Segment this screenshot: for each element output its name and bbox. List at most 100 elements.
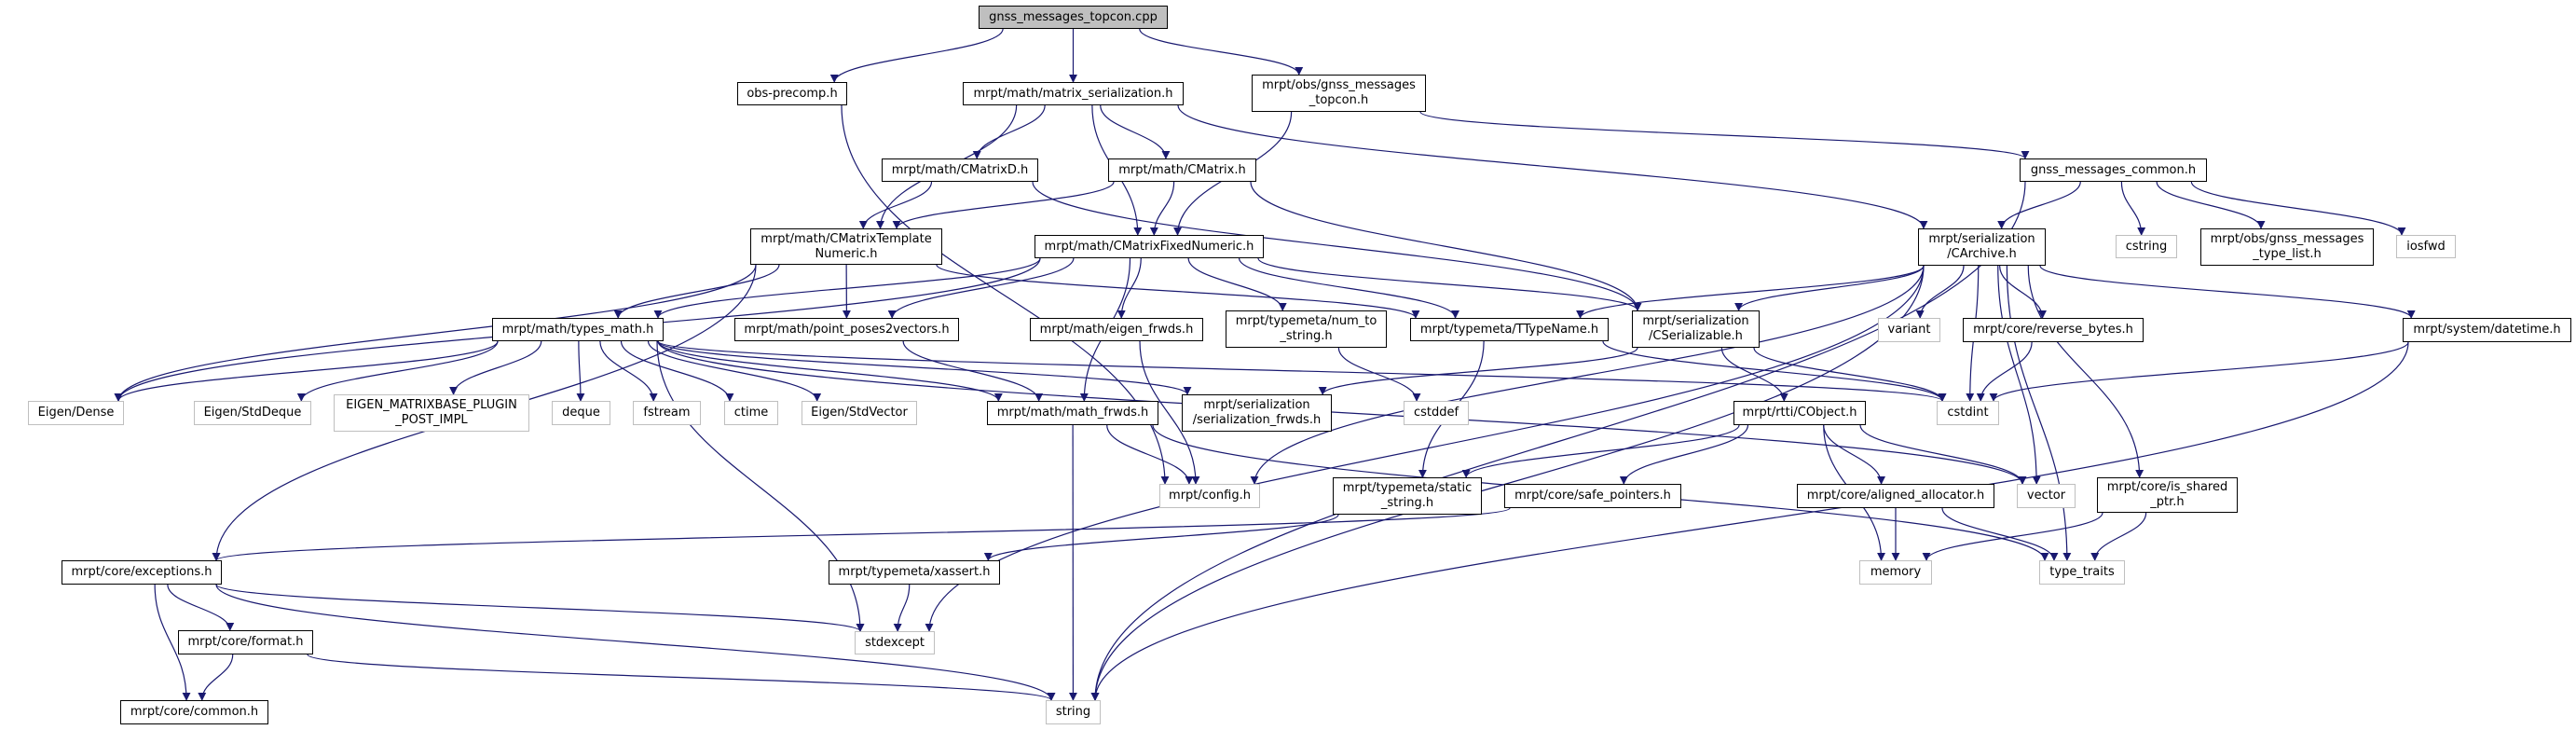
node-eigen-stddeque: Eigen/StdDeque	[194, 401, 311, 425]
node-gnss-common[interactable]: gnss_messages_common.h	[2020, 158, 2207, 182]
edge-cserializable-to-cobject	[1720, 347, 1788, 402]
edge-safe-pointers-to-exceptions	[212, 507, 1511, 561]
edge-cmatrix-fixed-to-ttypename	[1239, 257, 1459, 319]
edge-eigen-frwds-to-config	[1139, 340, 1200, 485]
node-serialization-frwds[interactable]: mrpt/serialization /serialization_frwds.…	[1182, 394, 1332, 432]
edge-carchive-to-variant	[1915, 265, 1965, 319]
node-cobject[interactable]: mrpt/rtti/CObject.h	[1733, 401, 1866, 425]
edge-point-poses-to-math-frwds	[902, 340, 1044, 402]
node-eigen-stdvector: Eigen/StdVector	[802, 401, 917, 425]
node-root: gnss_messages_topcon.cpp	[979, 6, 1168, 29]
edge-types-math-to-vector	[657, 340, 2027, 485]
edge-gnss-common-to-cstring	[2120, 181, 2146, 236]
edge-format-to-string	[307, 654, 1056, 701]
edge-types-math-to-ctime	[620, 340, 734, 402]
edge-carchive-to-reverse-bytes	[1999, 265, 2048, 319]
node-math-frwds[interactable]: mrpt/math/math_frwds.h	[987, 401, 1158, 425]
edge-types-math-to-eigen-plugin	[449, 340, 542, 395]
node-types-math[interactable]: mrpt/math/types_math.h	[492, 318, 664, 341]
edge-gnss-common-to-type-list	[2156, 181, 2266, 229]
node-exceptions[interactable]: mrpt/core/exceptions.h	[62, 560, 222, 585]
edge-carchive-to-is-shared-ptr	[2027, 265, 2144, 478]
node-cmatrix[interactable]: mrpt/math/CMatrix.h	[1108, 158, 1256, 182]
edge-types-math-to-eigen-dense	[114, 340, 499, 402]
edge-cobject-to-safe-pointers	[1619, 424, 1749, 485]
node-eigen-dense: Eigen/Dense	[28, 401, 124, 425]
edge-static-string-to-xassert	[983, 514, 1339, 561]
node-cmatrix-fixed[interactable]: mrpt/math/CMatrixFixedNumeric.h	[1035, 235, 1264, 258]
node-safe-pointers[interactable]: mrpt/core/safe_pointers.h	[1504, 484, 1681, 508]
node-datetime[interactable]: mrpt/system/datetime.h	[2403, 318, 2571, 342]
node-format[interactable]: mrpt/core/format.h	[178, 630, 313, 654]
node-type-list[interactable]: mrpt/obs/gnss_messages _type_list.h	[2200, 228, 2374, 266]
node-cmatrixd[interactable]: mrpt/math/CMatrixD.h	[882, 158, 1038, 182]
edge-format-to-common	[198, 654, 234, 701]
edge-cmatrix-to-cserializable	[1250, 181, 1642, 311]
edge-types-math-to-eigen-stdvector	[647, 340, 822, 402]
node-matrix-serialization[interactable]: mrpt/math/matrix_serialization.h	[963, 82, 1184, 105]
edge-types-math-to-fstream	[599, 340, 658, 402]
edge-cmatrix-fixed-to-types-math	[653, 257, 1041, 319]
edge-is-shared-ptr-to-memory	[1922, 512, 2103, 561]
edge-gnss-common-to-carchive	[1997, 181, 2081, 229]
edge-carchive-to-ttypename	[1576, 265, 1925, 319]
node-common[interactable]: mrpt/core/common.h	[120, 700, 268, 724]
node-cmatrix-template[interactable]: mrpt/math/CMatrixTemplate Numeric.h	[750, 228, 942, 265]
node-reverse-bytes[interactable]: mrpt/core/reverse_bytes.h	[1963, 318, 2144, 342]
node-variant: variant	[1878, 318, 1940, 342]
node-cserializable[interactable]: mrpt/serialization /CSerializable.h	[1632, 310, 1760, 348]
node-gnss-topcon-h[interactable]: mrpt/obs/gnss_messages _topcon.h	[1252, 75, 1426, 112]
edge-cobject-to-static-string	[1461, 424, 1740, 478]
edge-types-math-to-math-frwds	[657, 340, 1003, 402]
edge-exceptions-to-stdexcept	[215, 584, 865, 632]
edge-cmatrix-fixed-to-point-poses	[887, 257, 1075, 319]
node-is-shared-ptr[interactable]: mrpt/core/is_shared _ptr.h	[2097, 477, 2238, 513]
edge-types-math-to-cstdint	[657, 340, 1947, 402]
edge-carchive-to-type-traits	[2006, 265, 2072, 561]
edge-is-shared-ptr-to-type-traits	[2090, 512, 2147, 561]
edge-reverse-bytes-to-cstdint	[1976, 341, 2033, 402]
edge-cmatrix-fixed-to-cserializable	[1257, 257, 1642, 311]
node-eigen-plugin: EIGEN_MATRIXBASE_PLUGIN _POST_IMPL	[334, 394, 529, 432]
edge-cmatrix-template-to-ttypename	[936, 264, 1420, 319]
edge-cmatrix-fixed-to-num-to-string	[1187, 257, 1287, 311]
edge-cserializable-to-cstdint	[1753, 347, 1947, 402]
edge-types-math-to-deque	[576, 340, 585, 402]
node-point-poses[interactable]: mrpt/math/point_poses2vectors.h	[734, 318, 959, 341]
edge-carchive-to-cserializable	[1734, 265, 1925, 311]
edge-exceptions-to-string	[215, 584, 1056, 701]
edge-cmatrixd-to-cserializable	[1032, 181, 1642, 311]
node-eigen-frwds[interactable]: mrpt/math/eigen_frwds.h	[1030, 318, 1203, 341]
edge-matrix-serialization-to-cmatrixd	[972, 104, 1046, 159]
node-xassert[interactable]: mrpt/typemeta/xassert.h	[829, 560, 1000, 585]
edge-cmatrix-to-cmatrix-template	[892, 181, 1115, 229]
node-static-string[interactable]: mrpt/typemeta/static _string.h	[1333, 477, 1482, 515]
edge-math-frwds-to-config	[1106, 424, 1194, 485]
edge-cobject-to-aligned-allocator	[1823, 424, 1886, 485]
node-vector: vector	[2017, 484, 2076, 508]
node-carchive[interactable]: mrpt/serialization /CArchive.h	[1918, 228, 2046, 266]
edge-exceptions-to-common	[154, 584, 191, 701]
edge-root-to-gnss-topcon-h	[1139, 28, 1304, 76]
node-iosfwd: iosfwd	[2396, 235, 2456, 258]
edge-cmatrix-template-to-eigen-dense	[114, 264, 757, 402]
edge-num-to-string-to-cstddef	[1337, 347, 1421, 402]
edge-cmatrix-template-to-types-math	[613, 264, 780, 319]
node-deque: deque	[552, 401, 610, 425]
edge-gnss-topcon-h-to-gnss-common	[1419, 111, 2030, 159]
edge-ttypename-to-cstdint	[1602, 340, 1947, 402]
edge-exceptions-to-format	[167, 584, 235, 631]
edge-matrix-serialization-to-cmatrix	[1100, 104, 1171, 159]
node-aligned-allocator[interactable]: mrpt/core/aligned_allocator.h	[1797, 484, 1994, 508]
edge-carchive-to-datetime	[2039, 265, 2416, 319]
node-num-to-string[interactable]: mrpt/typemeta/num_to _string.h	[1226, 310, 1387, 348]
node-cstddef: cstddef	[1404, 401, 1469, 425]
edge-cmatrixd-to-cmatrix-template	[858, 181, 933, 229]
node-cstdint: cstdint	[1937, 401, 1999, 425]
node-config: mrpt/config.h	[1159, 484, 1260, 508]
node-ttypename[interactable]: mrpt/typemeta/TTypeName.h	[1410, 318, 1609, 341]
node-obs-precomp[interactable]: obs-precomp.h	[737, 82, 847, 105]
edge-cobject-to-vector	[1859, 424, 2027, 485]
edge-matrix-serialization-to-carchive	[1177, 104, 1928, 229]
